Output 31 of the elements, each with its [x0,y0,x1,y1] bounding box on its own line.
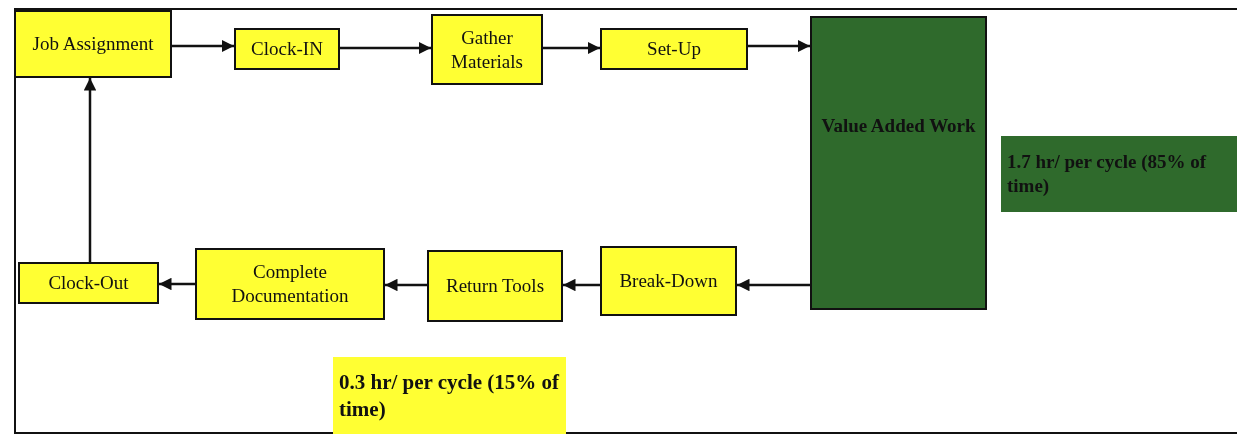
box-label: 0.3 hr/ per cycle (15% of time) [339,369,560,422]
box-label: Return Tools [445,274,545,298]
arrow [172,39,234,53]
note-box [333,357,566,434]
process-box [810,16,987,310]
process-box [427,250,563,322]
arrow [748,39,810,53]
arrow [737,278,810,292]
process-box [14,10,172,78]
process-box [431,14,543,85]
box-label: Clock-IN [251,37,323,61]
arrow [385,278,427,292]
box-label: Complete Documentation [230,260,350,308]
box-label: 1.7 hr/ per cycle (85% of time) [1007,150,1208,198]
note-box [1001,136,1237,212]
arrow [83,78,97,262]
process-box [600,28,748,70]
box-label: Job Assignment [32,32,154,56]
process-box [234,28,340,70]
process-box [18,262,159,304]
arrow [563,278,600,292]
arrow [159,277,195,291]
box-label: Set-Up [647,37,701,61]
process-box [195,248,385,320]
arrow [340,41,431,55]
box-label: Gather Materials [450,25,524,74]
box-label: Break-Down [619,269,718,293]
box-label: Value Added Work [821,114,976,138]
arrow [543,41,600,55]
process-box [600,246,737,316]
box-label: Clock-Out [48,271,129,295]
